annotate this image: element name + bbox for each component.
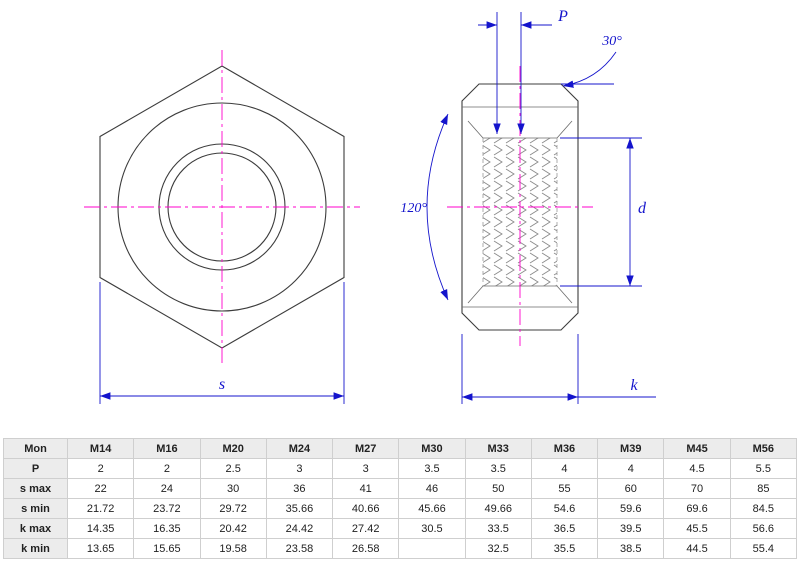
table-header-row: Mon M14 M16 M20 M24 M27 M30 M33 M36 M39 … xyxy=(3,438,798,459)
value-cell: 39.5 xyxy=(597,518,665,539)
value-cell: 54.6 xyxy=(530,498,599,519)
column-header: M45 xyxy=(663,438,731,459)
value-cell: 16.35 xyxy=(133,518,201,539)
table-row: k min 13.65 15.65 19.58 23.58 26.58 32.5… xyxy=(3,538,798,559)
value-cell: 15.65 xyxy=(133,538,201,559)
value-cell: 45.66 xyxy=(398,498,466,519)
value-cell: 33.5 xyxy=(464,518,532,539)
value-cell: 2 xyxy=(66,458,135,479)
angle-label-30: 30° xyxy=(601,34,622,49)
value-cell: 24.42 xyxy=(265,518,334,539)
technical-drawing: s P 30° xyxy=(84,8,656,404)
value-cell: 56.6 xyxy=(729,518,798,539)
value-cell: 46 xyxy=(398,478,466,499)
value-cell: 55.4 xyxy=(729,538,798,559)
column-header: M30 xyxy=(398,438,466,459)
dimension-table: Mon M14 M16 M20 M24 M27 M30 M33 M36 M39 … xyxy=(3,438,798,559)
column-header: M33 xyxy=(464,438,532,459)
value-cell: 27.42 xyxy=(332,518,400,539)
value-cell: 30.5 xyxy=(398,518,466,539)
countersink-top-left xyxy=(467,120,484,139)
value-cell: 49.66 xyxy=(464,498,532,519)
value-cell: 4 xyxy=(530,458,599,479)
row-label: s max xyxy=(3,478,68,499)
value-cell: 5.5 xyxy=(729,458,798,479)
column-header: M36 xyxy=(530,438,599,459)
column-header: M20 xyxy=(199,438,267,459)
dim-label-d: d xyxy=(638,200,647,217)
column-header: M24 xyxy=(265,438,334,459)
value-cell: 26.58 xyxy=(332,538,400,559)
countersink-bottom-right xyxy=(556,285,573,304)
value-cell: 14.35 xyxy=(66,518,135,539)
value-cell: 23.72 xyxy=(133,498,201,519)
column-header: Mon xyxy=(3,438,68,459)
value-cell: 84.5 xyxy=(729,498,798,519)
value-cell: 3 xyxy=(332,458,400,479)
value-cell: 29.72 xyxy=(199,498,267,519)
value-cell: 36 xyxy=(265,478,334,499)
value-cell: 32.5 xyxy=(464,538,532,559)
column-header: M56 xyxy=(729,438,798,459)
value-cell: 3 xyxy=(265,458,334,479)
table-row: s min 21.72 23.72 29.72 35.66 40.66 45.6… xyxy=(3,498,798,519)
value-cell: 35.66 xyxy=(265,498,334,519)
value-cell: 41 xyxy=(332,478,400,499)
value-cell: 59.6 xyxy=(597,498,665,519)
value-cell: 23.58 xyxy=(265,538,334,559)
value-cell: 85 xyxy=(729,478,798,499)
value-cell: 60 xyxy=(597,478,665,499)
column-header: M27 xyxy=(332,438,400,459)
value-cell: 3.5 xyxy=(398,458,466,479)
table-row: k max 14.35 16.35 20.42 24.42 27.42 30.5… xyxy=(3,518,798,539)
value-cell: 30 xyxy=(199,478,267,499)
value-cell: 55 xyxy=(530,478,599,499)
value-cell: 2 xyxy=(133,458,201,479)
value-cell: 40.66 xyxy=(332,498,400,519)
table-row: s max 22 24 30 36 41 46 50 55 60 70 85 xyxy=(3,478,798,499)
dim-label-s: s xyxy=(219,376,225,393)
value-cell: 50 xyxy=(464,478,532,499)
value-cell: 13.65 xyxy=(66,538,135,559)
table-row: P 2 2 2.5 3 3 3.5 3.5 4 4 4.5 5.5 xyxy=(3,458,798,479)
row-label: k max xyxy=(3,518,68,539)
dim-label-k: k xyxy=(630,377,638,394)
value-cell: 2.5 xyxy=(199,458,267,479)
value-cell: 69.6 xyxy=(663,498,731,519)
side-view: P 30° 120° d k xyxy=(400,8,656,404)
angle-label-120: 120° xyxy=(400,201,427,216)
column-header: M16 xyxy=(133,438,201,459)
value-cell xyxy=(398,538,466,559)
countersink-angle-arc xyxy=(426,113,449,301)
dim-label-p: P xyxy=(557,8,568,25)
column-header: M14 xyxy=(66,438,135,459)
row-label: s min xyxy=(3,498,68,519)
value-cell: 19.58 xyxy=(199,538,267,559)
value-cell: 44.5 xyxy=(663,538,731,559)
value-cell: 4 xyxy=(597,458,665,479)
row-label: k min xyxy=(3,538,68,559)
value-cell: 20.42 xyxy=(199,518,267,539)
column-header: M39 xyxy=(597,438,665,459)
value-cell: 22 xyxy=(66,478,135,499)
value-cell: 36.5 xyxy=(530,518,599,539)
value-cell: 3.5 xyxy=(464,458,532,479)
value-cell: 21.72 xyxy=(66,498,135,519)
front-view: s xyxy=(84,50,360,404)
value-cell: 4.5 xyxy=(663,458,731,479)
value-cell: 45.5 xyxy=(663,518,731,539)
value-cell: 70 xyxy=(663,478,731,499)
nut-side-outline xyxy=(461,83,579,331)
value-cell: 38.5 xyxy=(597,538,665,559)
value-cell: 24 xyxy=(133,478,201,499)
countersink-bottom-left xyxy=(467,285,484,304)
chamfer-angle-leader xyxy=(562,51,617,88)
row-label: P xyxy=(3,458,68,479)
countersink-top-right xyxy=(556,120,573,139)
value-cell: 35.5 xyxy=(530,538,599,559)
